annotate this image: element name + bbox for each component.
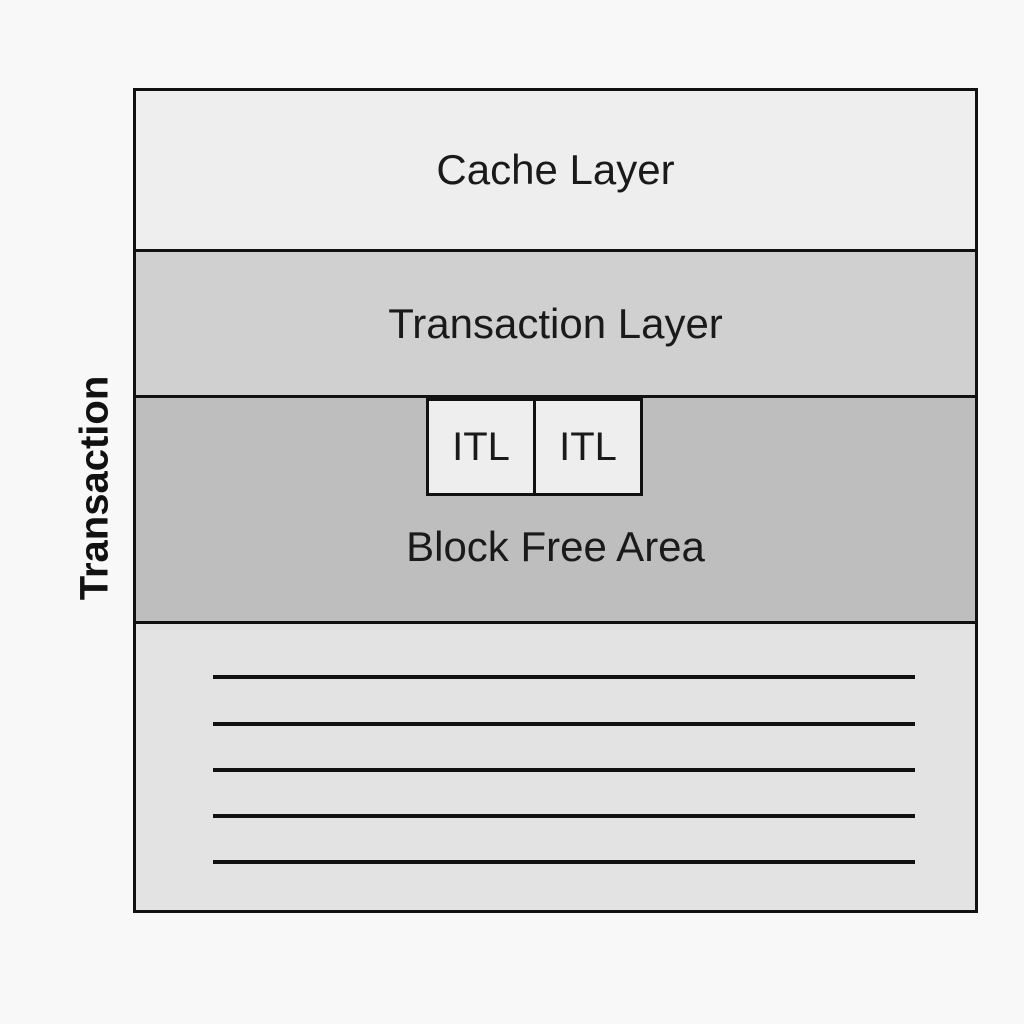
block-structure-diagram: Cache Layer Transaction Layer ITL ITL Bl… [133, 88, 978, 913]
band-block-free-area: ITL ITL Block Free Area [136, 398, 975, 624]
band-transaction-layer: Transaction Layer [136, 252, 975, 398]
row-line [213, 860, 915, 864]
band-transaction-layer-label: Transaction Layer [388, 299, 723, 347]
row-line [213, 814, 915, 818]
row-line [213, 768, 915, 772]
itl-slot-row: ITL ITL [426, 398, 643, 496]
band-block-free-area-label: Block Free Area [406, 523, 705, 570]
band-row-data-area [136, 624, 975, 910]
itl-slot-2: ITL [533, 398, 643, 496]
row-line [213, 722, 915, 726]
side-label-transaction: Transaction [72, 375, 117, 601]
itl-slot-1: ITL [426, 398, 536, 496]
band-cache-layer-label: Cache Layer [436, 146, 675, 193]
band-cache-layer: Cache Layer [136, 91, 975, 252]
row-line [213, 675, 915, 679]
